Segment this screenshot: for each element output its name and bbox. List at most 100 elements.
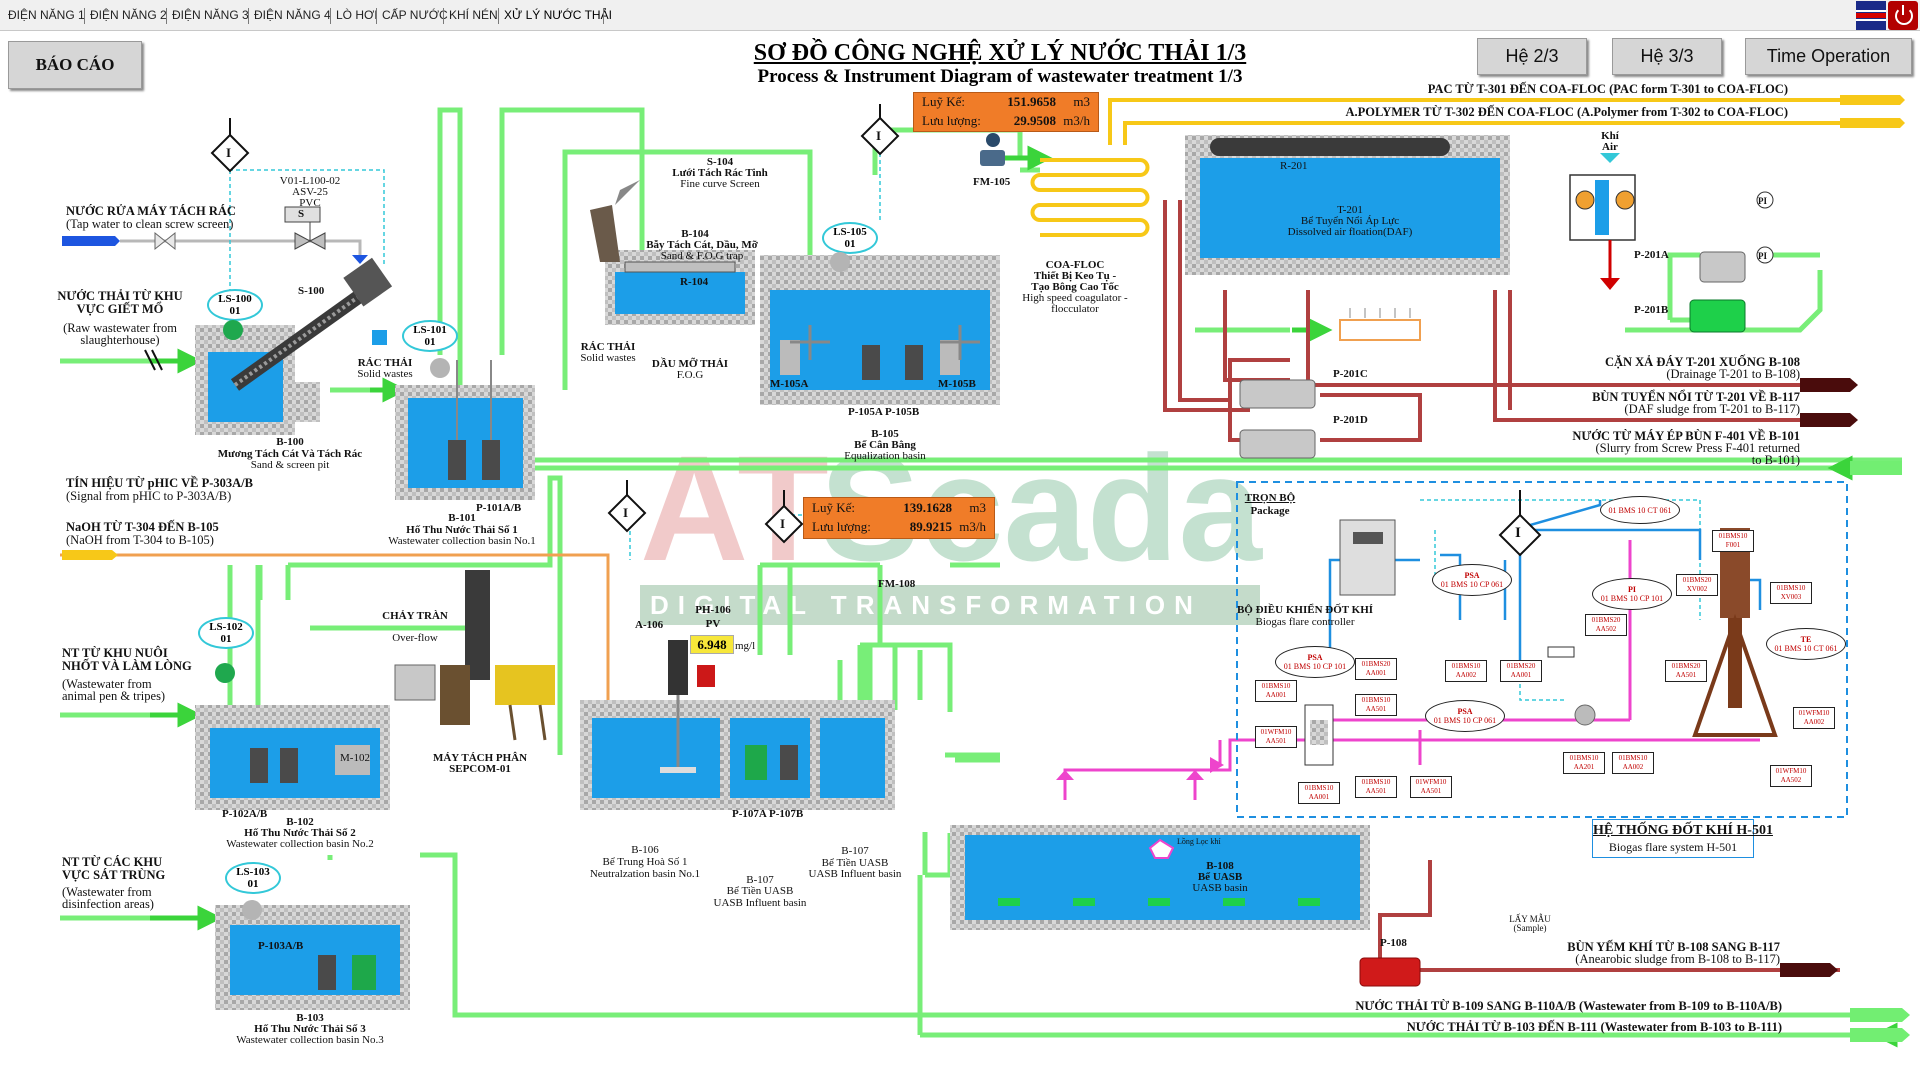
animal-pen-label-vi-2: NHỐT VÀ LÀM LÒNG <box>62 659 192 673</box>
slurry-label-en-1: (Slurry from Screw Press F-401 returned <box>1595 441 1800 455</box>
power-icon[interactable] <box>1888 1 1918 30</box>
m102-tag: M-102 <box>340 752 370 764</box>
slaughter-label-en-2: slaughterhouse) <box>80 333 160 347</box>
ls100-indicator <box>223 320 243 340</box>
s104-name-vi: Lưới Tách Rác Tinh <box>672 167 768 179</box>
daf-sludge-label-en: (DAF sludge from T-201 to B-117) <box>1624 402 1800 416</box>
daf-air-header <box>1339 319 1421 341</box>
slaughter-label-vi-2: VỰC GIẾT MỔ <box>76 302 164 316</box>
tab-separator <box>330 8 331 24</box>
he-2-3-button[interactable]: Hệ 2/3 <box>1477 38 1587 75</box>
r104-tag: R-104 <box>680 276 709 288</box>
t201-name-en: Dissolved air floation(DAF) <box>1287 226 1413 238</box>
b101-name-vi: Hố Thu Nước Thải Số 1 <box>406 524 518 536</box>
tab-separator <box>498 8 499 24</box>
tab-separator <box>166 8 167 24</box>
tsa-oval: 01 BMS 10 CT 061 <box>1600 496 1680 524</box>
r201-tag: R-201 <box>1280 160 1308 172</box>
b104-name-vi: Bẫy Tách Cát, Dầu, Mỡ <box>646 239 758 251</box>
pac-inlet-arrow-icon <box>1840 95 1905 105</box>
p201a-tag: P-201A <box>1634 249 1669 261</box>
b105-name-en: Equalization basin <box>844 450 926 462</box>
ls103-indicator <box>242 900 262 920</box>
tab-dien-nang-4[interactable]: ĐIỆN NĂNG 4 <box>254 8 331 22</box>
tab-dien-nang-2[interactable]: ĐIỆN NĂNG 2 <box>90 8 167 22</box>
coa-floc-en-2: flocculator <box>1051 303 1099 315</box>
slaughter-label-vi-1: NƯỚC THẢI TỪ KHU <box>57 289 183 303</box>
p101-tag: P-101A/B <box>476 502 522 514</box>
p108-tag: P-108 <box>1380 937 1407 949</box>
fm105-rate-label: Lưu lượng: <box>922 113 981 128</box>
b107b-name-vi: Bể Tiền UASB <box>821 857 889 869</box>
time-operation-button[interactable]: Time Operation <box>1745 38 1912 75</box>
outlet-arrows-dark <box>1780 378 1858 977</box>
report-button[interactable]: BÁO CÁO <box>8 41 142 89</box>
rac-thai2-en: Solid wastes <box>580 352 636 364</box>
naoh-label-en: (NaOH from T-304 to B-105) <box>66 533 214 547</box>
p201cd-pumps <box>1239 379 1316 459</box>
animal-pen-label-vi-1: NT TỪ KHU NUÔI <box>62 646 168 660</box>
b103-b111-label: NƯỚC THẢI TỪ B-103 ĐẾN B-111 (Wastewater… <box>1406 1020 1782 1034</box>
p102-tag: P-102A/B <box>222 808 268 820</box>
b104-name-en: Sand & F.O.G trap <box>660 250 744 262</box>
v01-type: ASV-25 <box>292 186 328 198</box>
b107a-tag: B-107 <box>746 874 774 886</box>
fm108-rate-value: 89.9215 <box>909 519 952 534</box>
p103-tag: P-103A/B <box>258 940 304 952</box>
valve-s-label: S <box>298 208 305 220</box>
tab-khi-nen[interactable]: KHÍ NÉN <box>449 8 498 22</box>
tab-dien-nang-3[interactable]: ĐIỆN NĂNG 3 <box>172 8 249 22</box>
b108-uasb <box>950 825 1370 930</box>
ls101-indicator <box>430 358 450 378</box>
air-saturator <box>1569 153 1636 290</box>
b107a-name-vi: Bể Tiền UASB <box>726 885 794 897</box>
b102-name-vi: Hố Thu Nước Thải Số 2 <box>244 827 356 839</box>
dau-mo-vi: DẦU MỠ THẢI <box>651 358 729 370</box>
fm108-tag: FM-108 <box>878 578 916 590</box>
tab-separator <box>84 8 85 24</box>
flare-blower <box>1574 704 1596 726</box>
interlock-i-108: I <box>780 516 786 531</box>
b108-tag: B-108 <box>1206 860 1234 872</box>
tab-xu-ly-nuoc-thai[interactable]: XỬ LÝ NƯỚC THẢI <box>504 8 612 22</box>
polymer-label: A.POLYMER TỪ T-302 ĐẾN COA-FLOC (A.Polym… <box>1345 105 1788 119</box>
tab-cap-nuoc[interactable]: CẤP NƯỚC <box>382 8 448 22</box>
b105-name-vi: Bể Cân Bằng <box>854 439 916 451</box>
interlock-i-flare: I <box>1515 525 1521 541</box>
language-flag-icon[interactable] <box>1856 1 1886 30</box>
ls102-indicator <box>215 663 235 683</box>
ph-value: 6.948 <box>690 635 734 654</box>
fm108-rate-unit: m3/h <box>959 519 986 534</box>
interlock-i-106: I <box>623 505 629 520</box>
sepcom-vi: MÁY TÁCH PHÂN <box>432 752 528 764</box>
coa-floc-tag: COA-FLOC <box>1045 259 1105 271</box>
b103-name-en: Wastewater collection basin No.3 <box>236 1034 384 1046</box>
tap-water-label-en: (Tap water to clean screw screen) <box>66 217 234 231</box>
flare-stack <box>1692 528 1778 737</box>
ph-unit: mg/l <box>735 640 756 652</box>
tab-dien-nang-1[interactable]: ĐIỆN NĂNG 1 <box>8 8 85 22</box>
b100-tag: B-100 <box>276 436 304 448</box>
air-label: Air <box>1602 141 1618 153</box>
watermark-subtitle: DIGITAL TRANSFORMATION <box>650 590 1202 620</box>
tap-water-pipe <box>62 236 368 264</box>
b105-basin <box>760 255 1000 405</box>
polymer-inlet-arrow-icon <box>1840 118 1905 128</box>
dau-mo-en: F.O.G <box>676 369 704 381</box>
he-3-3-button[interactable]: Hệ 3/3 <box>1612 38 1722 75</box>
anaerobic-label-vi: BÙN YẾM KHÍ TỪ B-108 SANG B-117 <box>1567 940 1780 954</box>
tab-lo-hoi[interactable]: LÒ HƠI <box>336 8 378 22</box>
